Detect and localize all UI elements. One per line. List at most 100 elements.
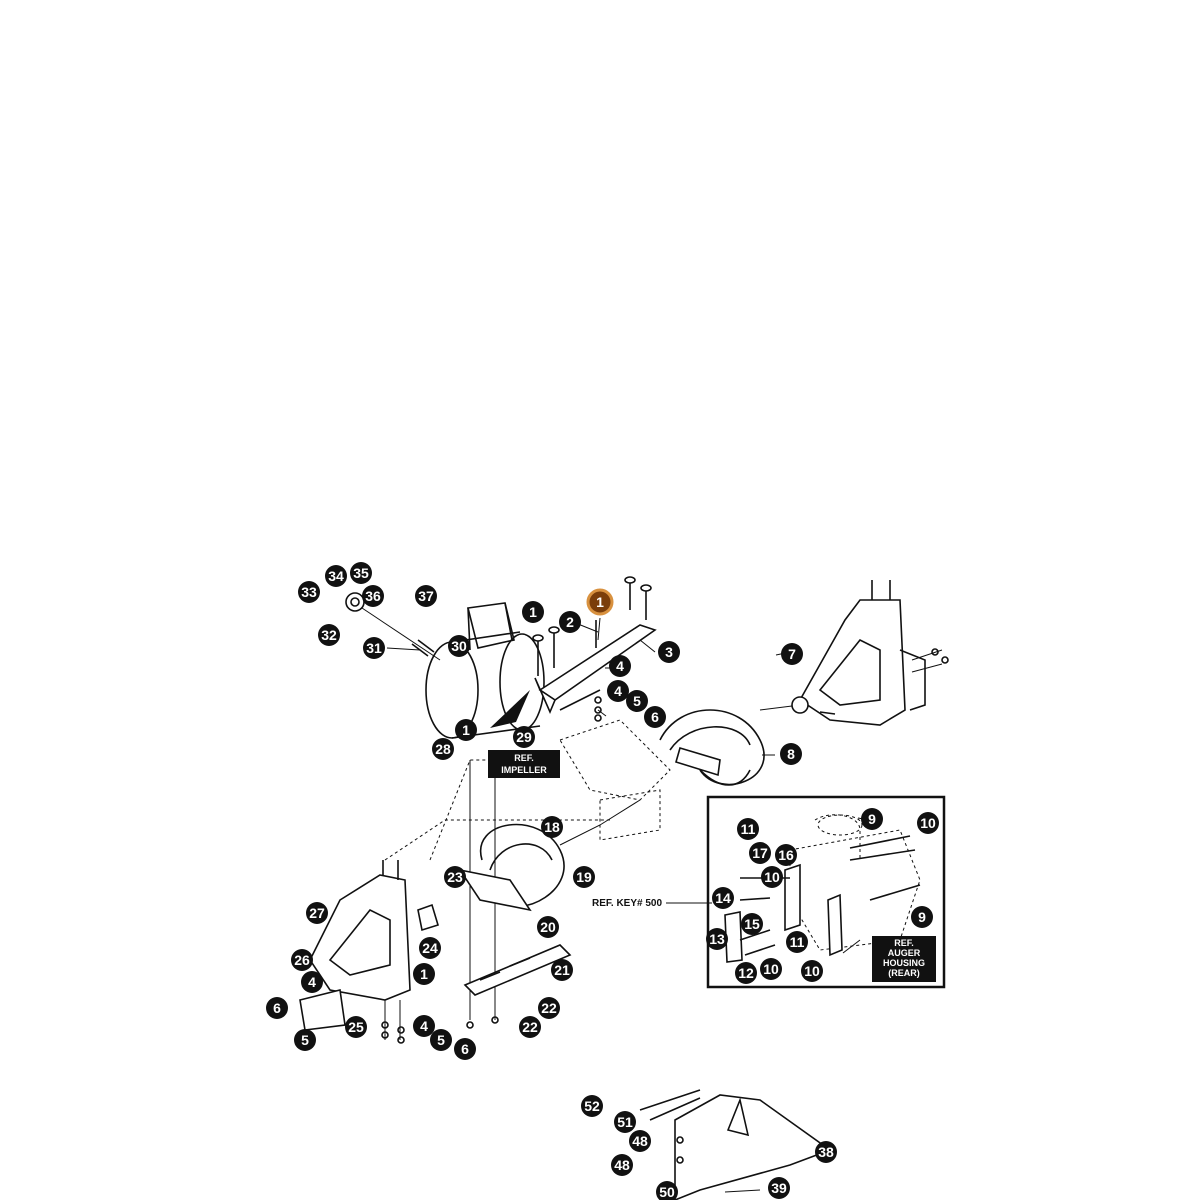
- callout-c19[interactable]: 19: [573, 866, 595, 888]
- callout-number: 51: [617, 1114, 633, 1130]
- callout-c32[interactable]: 32: [318, 624, 340, 646]
- callout-c48-b[interactable]: 48: [611, 1154, 633, 1176]
- callout-circle: [454, 1038, 476, 1060]
- callout-number: 2: [566, 614, 574, 630]
- callout-number: 11: [790, 934, 805, 950]
- callout-c29[interactable]: 29: [513, 726, 535, 748]
- callout-number: 22: [541, 1000, 557, 1016]
- callout-c12[interactable]: 12: [735, 962, 757, 984]
- callout-c1-selected[interactable]: 1: [586, 588, 614, 616]
- callout-c24[interactable]: 24: [419, 937, 441, 959]
- callout-c1-low[interactable]: 1: [413, 963, 435, 985]
- callout-c6-a[interactable]: 6: [644, 706, 666, 728]
- callout-number: 9: [868, 811, 876, 827]
- callout-c13[interactable]: 13: [706, 928, 728, 950]
- callout-number: 39: [771, 1180, 787, 1196]
- callout-c33[interactable]: 33: [298, 581, 320, 603]
- svg-text:IMPELLER: IMPELLER: [501, 765, 547, 775]
- callout-circle: [318, 624, 340, 646]
- callout-circle: [626, 690, 648, 712]
- callout-c4-b[interactable]: 4: [607, 680, 629, 702]
- callout-c35[interactable]: 35: [350, 562, 372, 584]
- callout-c39[interactable]: 39: [768, 1177, 790, 1199]
- callout-c9-a[interactable]: 9: [861, 808, 883, 830]
- callout-c26[interactable]: 26: [291, 949, 313, 971]
- callout-circle: [644, 706, 666, 728]
- callout-c30[interactable]: 30: [448, 635, 470, 657]
- callout-c38[interactable]: 38: [815, 1141, 837, 1163]
- callout-number: 22: [522, 1019, 538, 1035]
- callout-circle: [629, 1130, 651, 1152]
- callout-circle: [656, 1181, 678, 1200]
- callout-c10-d[interactable]: 10: [801, 960, 823, 982]
- callout-c5-c[interactable]: 5: [430, 1029, 452, 1051]
- callout-c51[interactable]: 51: [614, 1111, 636, 1133]
- callout-c8[interactable]: 8: [780, 743, 802, 765]
- callout-c20[interactable]: 20: [537, 916, 559, 938]
- callout-c5-b[interactable]: 5: [294, 1029, 316, 1051]
- callout-c36[interactable]: 36: [362, 585, 384, 607]
- callout-circle: [573, 866, 595, 888]
- callout-c25[interactable]: 25: [345, 1016, 367, 1038]
- callout-c27[interactable]: 27: [306, 902, 328, 924]
- callout-c9-b[interactable]: 9: [911, 906, 933, 928]
- callout-c15[interactable]: 15: [741, 913, 763, 935]
- callout-circle: [541, 816, 563, 838]
- callout-c37[interactable]: 37: [415, 585, 437, 607]
- callout-c2[interactable]: 2: [559, 611, 581, 633]
- callout-circle: [350, 562, 372, 584]
- callout-circle: [522, 601, 544, 623]
- callout-c1-top[interactable]: 1: [522, 601, 544, 623]
- callout-circle: [760, 958, 782, 980]
- callout-c5-a[interactable]: 5: [626, 690, 648, 712]
- callout-c10-b[interactable]: 10: [761, 866, 783, 888]
- callout-c48-a[interactable]: 48: [629, 1130, 651, 1152]
- callout-c16[interactable]: 16: [775, 844, 797, 866]
- ref-auger-housing-label: REF. AUGER HOUSING (REAR): [872, 936, 936, 982]
- callout-circle: [741, 913, 763, 935]
- callout-circle: [586, 588, 614, 616]
- callout-number: 4: [616, 658, 624, 674]
- callout-c34[interactable]: 34: [325, 565, 347, 587]
- callout-circle: [780, 743, 802, 765]
- callout-c4-a[interactable]: 4: [609, 655, 631, 677]
- callout-c22-b[interactable]: 22: [519, 1016, 541, 1038]
- callout-c21[interactable]: 21: [551, 959, 573, 981]
- ref-key-label: REF. KEY# 500: [592, 898, 662, 909]
- callout-c10-c[interactable]: 10: [760, 958, 782, 980]
- callout-number: 52: [584, 1098, 600, 1114]
- callout-c23[interactable]: 23: [444, 866, 466, 888]
- callout-number: 6: [273, 1000, 281, 1016]
- callout-number: 6: [461, 1041, 469, 1057]
- callout-c6-b[interactable]: 6: [266, 997, 288, 1019]
- callout-number: 5: [301, 1032, 309, 1048]
- callout-c52[interactable]: 52: [581, 1095, 603, 1117]
- callout-c22-a[interactable]: 22: [538, 997, 560, 1019]
- svg-text:REF.: REF.: [514, 753, 534, 763]
- callout-c18[interactable]: 18: [541, 816, 563, 838]
- callout-c10-a[interactable]: 10: [917, 812, 939, 834]
- callout-c31[interactable]: 31: [363, 637, 385, 659]
- callout-circle: [581, 1095, 603, 1117]
- callout-c11-a[interactable]: 11: [737, 818, 759, 840]
- callout-circle: [294, 1029, 316, 1051]
- callout-c1-mid[interactable]: 1: [455, 719, 477, 741]
- callout-circle: [415, 585, 437, 607]
- callout-circle: [559, 611, 581, 633]
- callout-c11-b[interactable]: 11: [786, 931, 808, 953]
- callout-c17[interactable]: 17: [749, 842, 771, 864]
- callout-c4-c[interactable]: 4: [301, 971, 323, 993]
- svg-text:AUGER: AUGER: [888, 948, 921, 958]
- callout-circle: [538, 997, 560, 1019]
- callout-c50[interactable]: 50: [656, 1181, 678, 1200]
- callout-c7[interactable]: 7: [781, 643, 803, 665]
- callout-c4-d[interactable]: 4: [413, 1015, 435, 1037]
- callout-c28[interactable]: 28: [432, 738, 454, 760]
- callout-c14[interactable]: 14: [712, 887, 734, 909]
- callout-circle: [291, 949, 313, 971]
- callout-c6-c[interactable]: 6: [454, 1038, 476, 1060]
- callout-circle: [537, 916, 559, 938]
- callout-circle: [712, 887, 734, 909]
- right-side-plate-drawing: [759, 580, 949, 726]
- callout-c3[interactable]: 3: [658, 641, 680, 663]
